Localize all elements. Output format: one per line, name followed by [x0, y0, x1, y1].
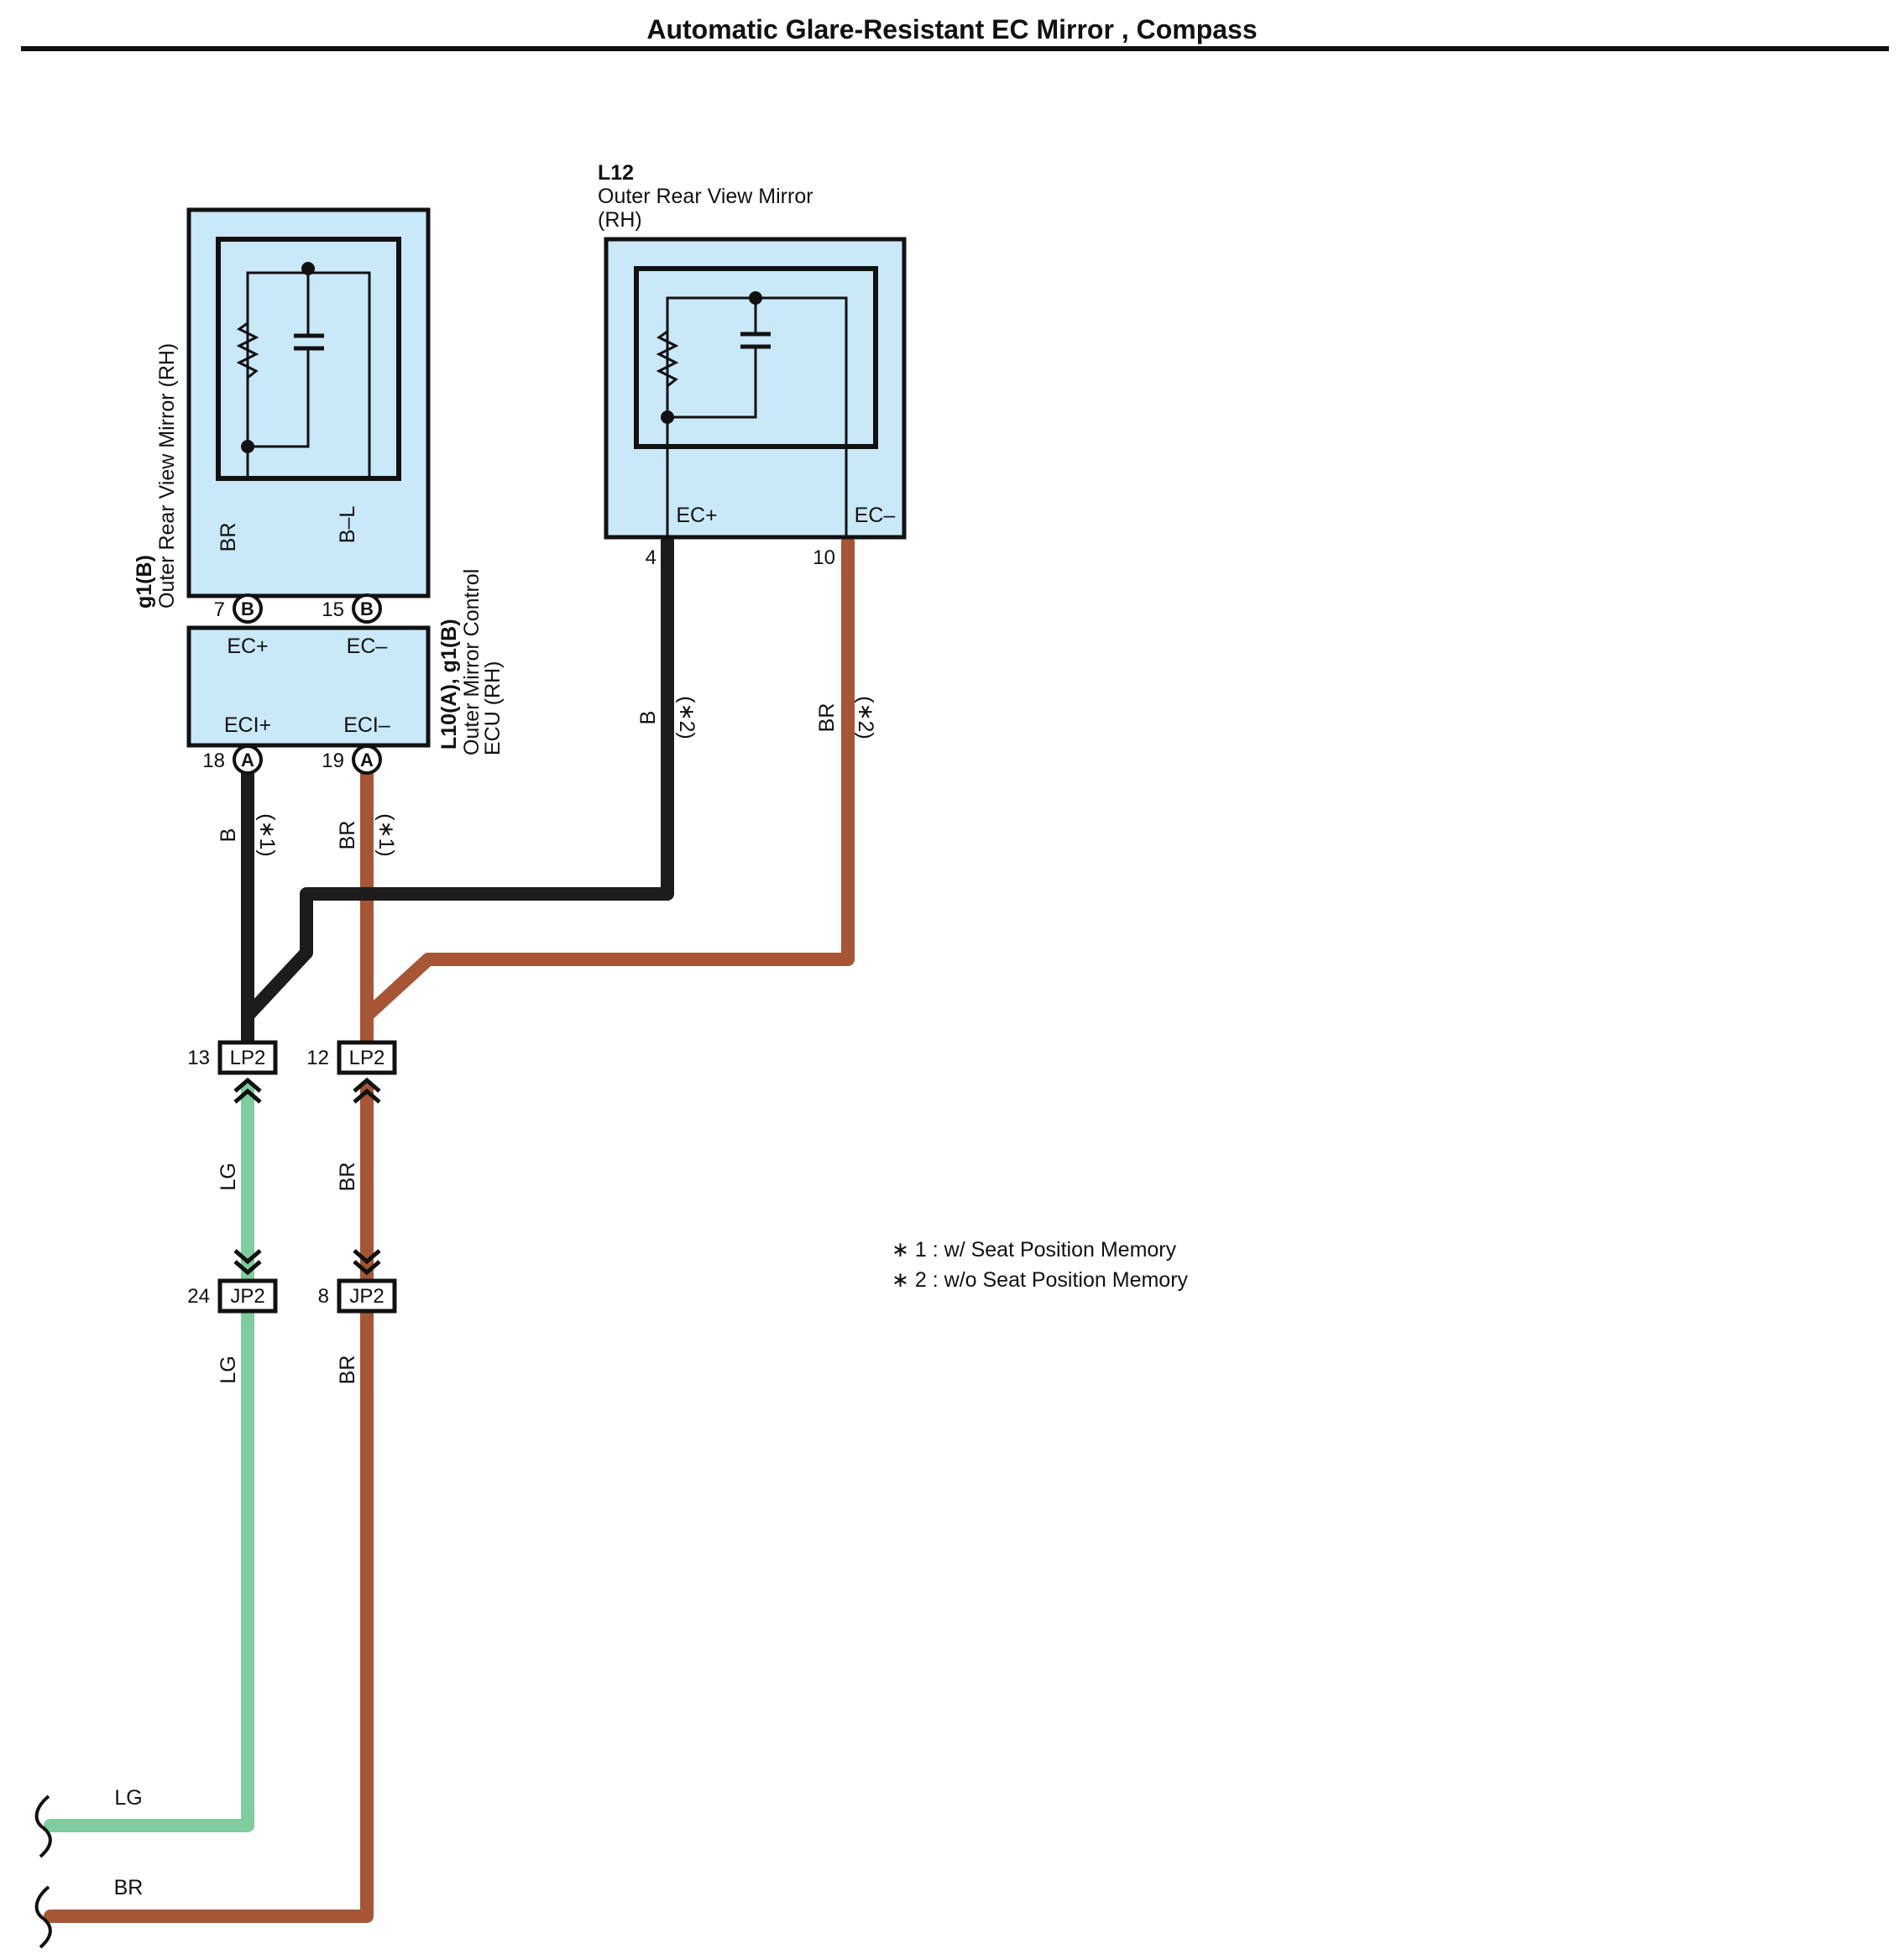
ecu-b-wire-note: (∗1) [255, 813, 279, 857]
ecu-b-wire-color: B [217, 828, 240, 843]
terminal-7-num: 7 [214, 598, 225, 621]
l12-pin-ec-minus: EC– [855, 504, 896, 527]
wire-low-br [44, 1303, 374, 1923]
connector-jp2-8-name: JP2 [349, 1285, 384, 1308]
l12-name-line2: (RH) [598, 208, 642, 232]
connector-jp2-8-num: 8 [318, 1285, 329, 1308]
terminal-7: 7 B [214, 593, 263, 624]
page-title: Automatic Glare-Resistant EC Mirror , Co… [646, 14, 1257, 44]
terminal-18-num: 18 [202, 750, 225, 772]
l12-b-wire-note: (∗2) [675, 696, 698, 739]
wire-l12-b [241, 535, 674, 1022]
low-lg-label: LG [217, 1356, 240, 1383]
note-1: ∗ 1 : w/ Seat Position Memory [892, 1238, 1177, 1262]
terminal-18-letter: A [241, 750, 254, 771]
component-l12-mirror [604, 237, 907, 540]
wire-low-lg [44, 1303, 254, 1832]
terminal-19-num: 19 [322, 750, 344, 772]
g1-name: Outer Rear View Mirror (RH) [155, 343, 179, 609]
l12-b-wire-color: B [636, 711, 660, 725]
connector-jp2-24: 24 JP2 [187, 1249, 278, 1314]
connector-lp2-12-name: LP2 [349, 1047, 385, 1069]
connector-jp2-24-name: JP2 [230, 1285, 264, 1308]
terminal-4-num: 4 [646, 546, 656, 569]
component-g1-mirror [186, 207, 431, 598]
g1-wire-bl-label: B–L [336, 506, 359, 544]
terminal-7-letter: B [241, 598, 254, 619]
mid-br-label: BR [336, 1162, 359, 1192]
connector-lp2-13-num: 13 [187, 1047, 210, 1069]
end-lg-label: LG [114, 1786, 142, 1810]
terminal-18: 18 A [202, 745, 263, 775]
terminal-15-num: 15 [322, 598, 344, 621]
terminal-15: 15 B [322, 593, 382, 624]
ecu-name-line2: ECU (RH) [481, 661, 505, 756]
ecu-br-wire-color: BR [336, 821, 359, 850]
wire-break-br [34, 1885, 52, 1949]
connector-lp2-12-num: 12 [306, 1047, 329, 1069]
note-2: ∗ 2 : w/o Seat Position Memory [892, 1268, 1189, 1292]
connector-lp2-13: 13 LP2 [187, 1040, 278, 1104]
terminal-19: 19 A [322, 745, 382, 775]
terminal-10-num: 10 [813, 546, 835, 569]
ecu-name-line1: Outer Mirror Control [460, 569, 484, 755]
mid-lg-label: LG [217, 1162, 240, 1190]
g1-wire-br-label: BR [217, 523, 240, 552]
component-ecu [186, 625, 431, 748]
end-br-label: BR [114, 1876, 144, 1899]
ecu-pin-eci-minus: ECI– [343, 713, 390, 737]
terminal-15-letter: B [360, 598, 374, 619]
l12-br-wire-note: (∗2) [854, 696, 877, 739]
wire-l12-br [360, 535, 855, 1022]
ecu-pin-ec-minus: EC– [347, 635, 388, 658]
l12-name-line1: Outer Rear View Mirror [598, 185, 813, 208]
connector-lp2-13-name: LP2 [230, 1047, 266, 1069]
low-br-label: BR [336, 1356, 359, 1385]
terminal-19-letter: A [360, 750, 374, 771]
ecu-pin-ec-plus: EC+ [227, 635, 268, 658]
connector-jp2-24-num: 24 [187, 1285, 210, 1308]
wire-break-lg [34, 1795, 52, 1858]
ecu-pin-eci-plus: ECI+ [224, 713, 271, 737]
l12-code: L12 [598, 161, 634, 185]
connector-lp2-12: 12 LP2 [306, 1040, 397, 1104]
g1-code: g1(B) [133, 555, 156, 609]
l12-br-wire-color: BR [815, 703, 839, 733]
l12-pin-ec-plus: EC+ [676, 504, 717, 527]
connector-jp2-8: 8 JP2 [318, 1249, 397, 1314]
ecu-br-wire-note: (∗1) [374, 813, 398, 857]
ecu-code: L10(A), g1(B) [437, 619, 461, 750]
